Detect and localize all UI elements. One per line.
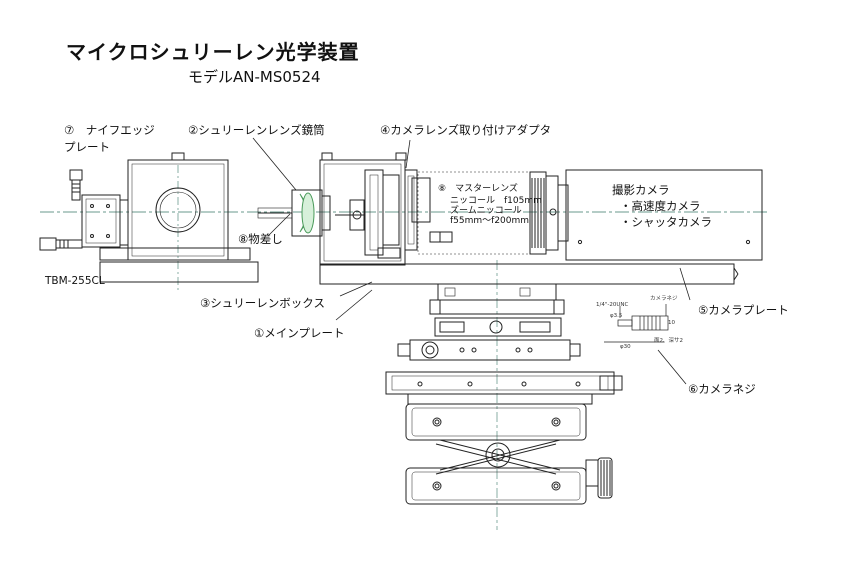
model-number: モデルAN-MS0524 <box>188 68 321 86</box>
label-zoom-range: f55mm～f200mm <box>450 216 530 226</box>
screw-label-note: 面2、深サ2 <box>654 338 683 344</box>
camera-adapter <box>404 169 453 251</box>
leader-lines <box>252 137 691 385</box>
nikkor-lens <box>529 171 569 255</box>
page-title: マイクロシュリーレン光学装置 <box>66 40 360 64</box>
label-schlieren-lens-tube: ②シュリーレンレンズ鏡筒 <box>188 123 325 137</box>
camera-screw-detail <box>604 304 669 343</box>
label-shutter-camera: ・シャッタカメラ <box>620 215 712 229</box>
screw-label-thread: 1/4"-20UNC <box>596 302 629 308</box>
label-schlieren-box: ③シュリーレンボックス <box>200 296 325 310</box>
label-knife-edge-plate: プレート <box>64 140 110 154</box>
label-camera-plate: ⑤カメラプレート <box>698 303 789 317</box>
label-master-lens: ⑧ マスターレンズ <box>438 184 518 194</box>
label-tbm: TBM-255CL <box>45 275 105 287</box>
screw-label-10: 10 <box>668 320 675 326</box>
label-main-plate: ①メインプレート <box>254 326 345 340</box>
camera-body <box>565 169 763 261</box>
lab-jack <box>405 403 613 505</box>
left-base-plate <box>99 261 259 283</box>
knife-edge-assembly <box>39 152 251 261</box>
schlieren-lens-tube <box>257 189 331 237</box>
label-high-speed-camera: ・高速度カメラ <box>620 199 701 213</box>
schlieren-box <box>319 152 407 266</box>
label-knife-edge: ⑦ ナイフエッジ <box>64 123 155 137</box>
label-camera-title: 撮影カメラ <box>612 183 670 197</box>
label-camera-adapter: ④カメラレンズ取り付けアダプタ <box>380 123 552 137</box>
screw-label-d35: φ3.5 <box>610 313 623 319</box>
label-camera-screw: ⑥カメラネジ <box>688 382 756 396</box>
label-nikkor: ニッコール f105mm <box>450 196 542 206</box>
main-plate <box>319 263 735 285</box>
screw-label-d30: φ30 <box>620 344 631 350</box>
label-zoom-nikkor: ズームニッコール <box>450 206 522 216</box>
stage-stack <box>385 283 623 405</box>
label-shield: ⑧物差し <box>238 232 283 246</box>
screw-label-camera: カメラネジ <box>650 296 678 302</box>
